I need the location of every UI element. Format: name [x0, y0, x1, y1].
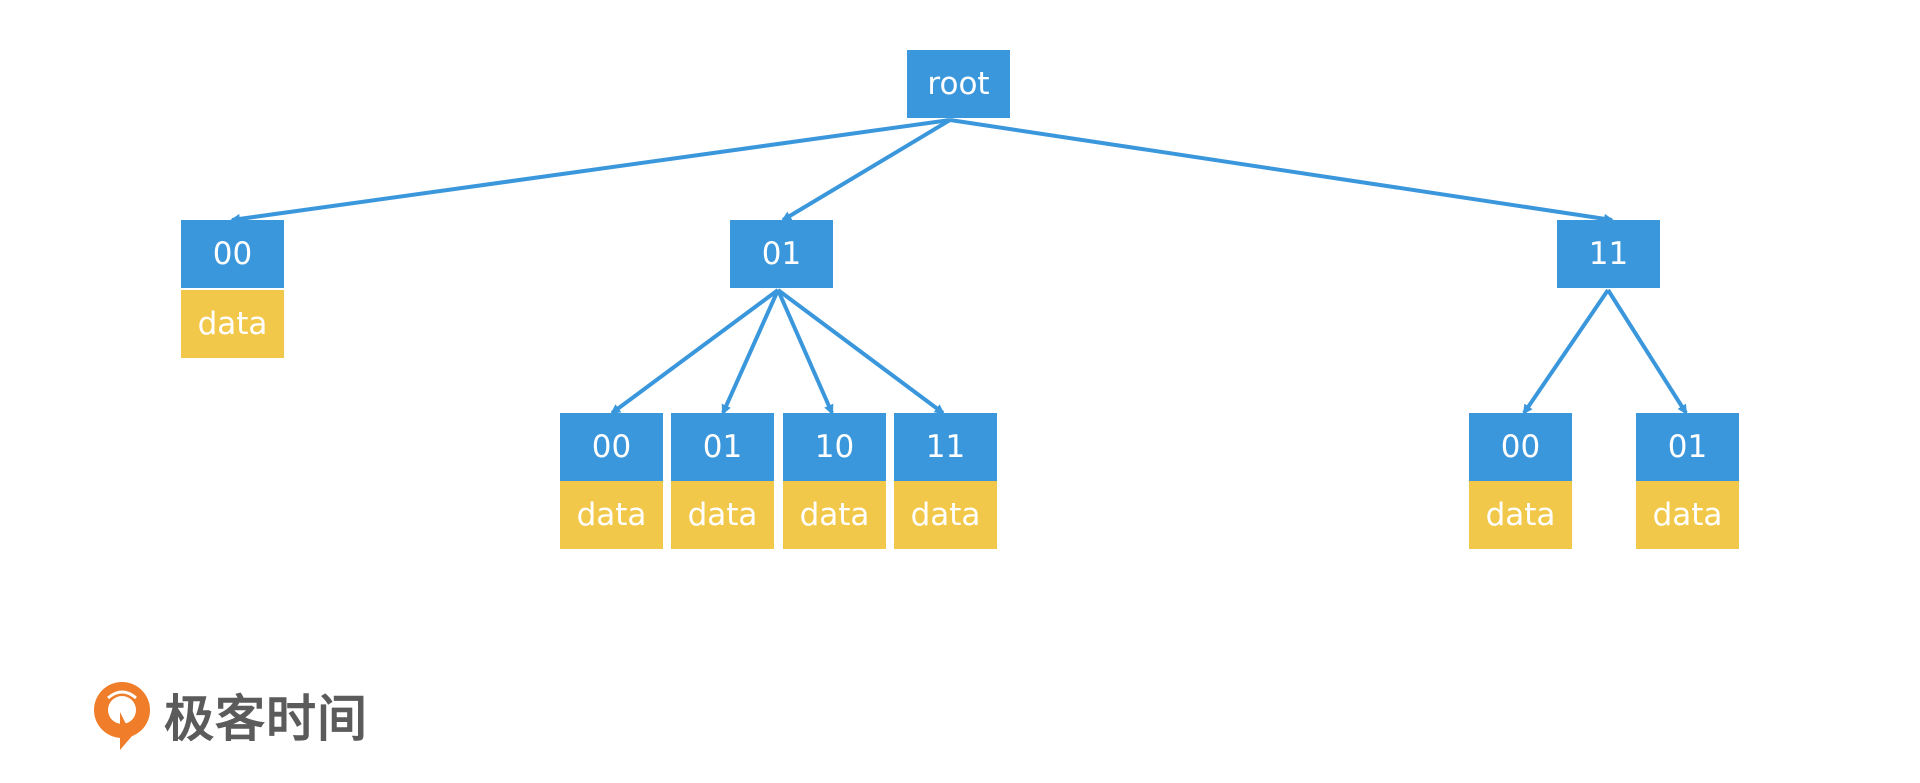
level2-01-node-00: 00: [560, 413, 663, 481]
level2-01-node-01-data: data: [671, 481, 774, 549]
edge-root-to-00: [230, 118, 951, 224]
level1-node-01: 01: [730, 220, 833, 288]
level1-node-00-data-label: data: [197, 306, 268, 342]
edge-01-to-00: [610, 288, 780, 415]
geektime-logo-icon: [94, 682, 150, 750]
edge-11-to-01: [1606, 288, 1688, 415]
root-node: root: [907, 50, 1010, 118]
level2-01-node-11-data: data: [894, 481, 997, 549]
level1-node-01-label: 01: [761, 236, 802, 272]
level1-node-00-label: 00: [212, 236, 253, 272]
edge-root-to-11: [949, 118, 1614, 224]
level1-node-00-data: data: [181, 290, 284, 358]
level2-11-node-00-label: 00: [1500, 429, 1541, 465]
level2-01-node-11-data-label: data: [910, 497, 981, 533]
level2-01-node-00-data: data: [560, 481, 663, 549]
level2-11-node-01-data: data: [1636, 481, 1739, 549]
level1-node-00: 00: [181, 220, 284, 288]
level2-01-node-00-data-label: data: [576, 497, 647, 533]
level2-11-node-00-data: data: [1469, 481, 1572, 549]
level2-01-node-10-label: 10: [814, 429, 855, 465]
edge-01-to-01: [721, 289, 780, 415]
level2-01-node-10: 10: [783, 413, 886, 481]
level2-01-node-01-label: 01: [702, 429, 743, 465]
level2-11-node-00-data-label: data: [1485, 497, 1556, 533]
level2-11-node-00: 00: [1469, 413, 1572, 481]
level2-01-node-10-data-label: data: [799, 497, 870, 533]
level2-11-node-01: 01: [1636, 413, 1739, 481]
level2-11-node-01-data-label: data: [1652, 497, 1723, 533]
root-node-label: root: [927, 66, 990, 102]
edge-11-to-00: [1522, 288, 1610, 415]
level1-node-11: 11: [1557, 220, 1660, 288]
level2-01-node-11-label: 11: [925, 429, 966, 465]
edge-01-to-11: [776, 288, 945, 415]
geektime-logo: 极客时间: [90, 675, 368, 755]
level2-01-node-01: 01: [671, 413, 774, 481]
edge-root-to-01: [781, 118, 952, 222]
level2-11-node-01-label: 01: [1667, 429, 1708, 465]
level2-01-node-00-label: 00: [591, 429, 632, 465]
edge-01-to-10: [776, 289, 834, 415]
level1-node-11-label: 11: [1588, 236, 1629, 272]
level2-01-node-11: 11: [894, 413, 997, 481]
level2-01-node-10-data: data: [783, 481, 886, 549]
geektime-logo-text: 极客时间: [164, 690, 368, 748]
level2-01-node-01-data-label: data: [687, 497, 758, 533]
